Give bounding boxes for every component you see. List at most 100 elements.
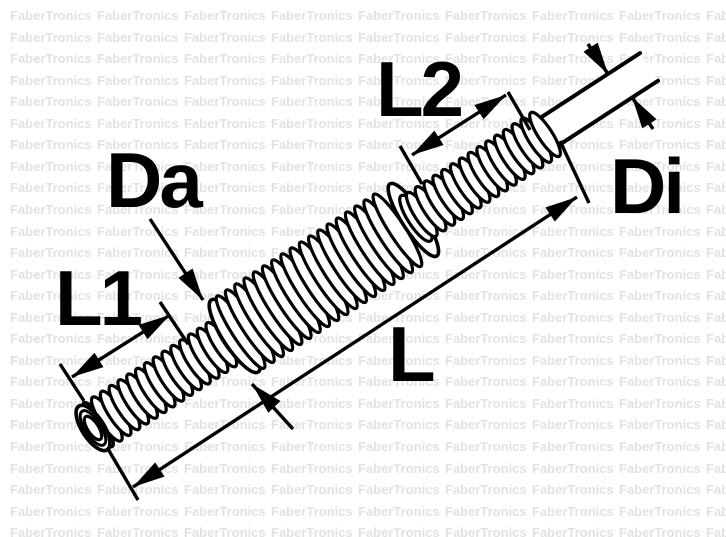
l1-extension-tick-left bbox=[58, 363, 86, 402]
watermark-text: FaberTronics bbox=[271, 525, 353, 537]
watermark-text: FaberTronics bbox=[10, 266, 92, 282]
watermark-text: FaberTronics bbox=[358, 158, 440, 174]
watermark-text: FaberTronics bbox=[706, 482, 726, 498]
watermark-text: FaberTronics bbox=[619, 331, 701, 347]
watermark-text: FaberTronics bbox=[532, 439, 614, 454]
label-di: Di bbox=[610, 142, 682, 230]
watermark-text: FaberTronics bbox=[532, 395, 614, 411]
watermark-text: FaberTronics bbox=[619, 180, 701, 196]
watermark-text: FaberTronics bbox=[97, 331, 179, 347]
watermark-text: FaberTronics bbox=[445, 29, 527, 45]
watermark-text: FaberTronics bbox=[184, 417, 266, 433]
watermark-text: FaberTronics bbox=[184, 115, 266, 131]
watermark-text: FaberTronics bbox=[532, 8, 614, 23]
watermark-text: FaberTronics bbox=[706, 417, 726, 433]
watermark-text: FaberTronics bbox=[706, 266, 726, 282]
dimension-l1 bbox=[58, 301, 190, 402]
watermark-text: FaberTronics bbox=[445, 72, 527, 88]
watermark-text: FaberTronics bbox=[10, 94, 92, 110]
watermark-text: FaberTronics bbox=[706, 158, 726, 174]
watermark-text: FaberTronics bbox=[445, 309, 527, 325]
watermark-text: FaberTronics bbox=[619, 266, 701, 282]
watermark-text: FaberTronics bbox=[271, 439, 353, 454]
watermark-text: FaberTronics bbox=[184, 72, 266, 88]
watermark-text: FaberTronics bbox=[10, 439, 92, 454]
tube-mouth-hole bbox=[82, 414, 104, 442]
watermark-text: FaberTronics bbox=[445, 417, 527, 433]
watermark-text: FaberTronics bbox=[97, 51, 179, 67]
watermark-text: FaberTronics bbox=[184, 395, 266, 411]
watermark-text: FaberTronics bbox=[358, 51, 440, 67]
watermark-text: FaberTronics bbox=[184, 158, 266, 174]
watermark-text: FaberTronics bbox=[532, 503, 614, 519]
watermark-text: FaberTronics bbox=[10, 482, 92, 498]
watermark-text: FaberTronics bbox=[445, 331, 527, 347]
l2-arrowhead-left-icon bbox=[412, 130, 444, 155]
watermark-text: FaberTronics bbox=[532, 417, 614, 433]
watermark-text: FaberTronics bbox=[97, 180, 179, 196]
watermark-text: FaberTronics bbox=[271, 8, 353, 23]
watermark-text: FaberTronics bbox=[184, 137, 266, 153]
watermark-text: FaberTronics bbox=[358, 482, 440, 498]
watermark-text: FaberTronics bbox=[184, 245, 266, 261]
l1-arrowhead-left-icon bbox=[72, 352, 104, 377]
watermark-text: FaberTronics bbox=[271, 158, 353, 174]
tube-mouth-middle-rim bbox=[78, 409, 108, 447]
watermark-text: FaberTronics bbox=[706, 395, 726, 411]
watermark-text: FaberTronics bbox=[358, 29, 440, 45]
watermark-text: FaberTronics bbox=[10, 180, 92, 196]
watermark-text: FaberTronics bbox=[358, 395, 440, 411]
watermark-text: FaberTronics bbox=[445, 395, 527, 411]
watermark-text: FaberTronics bbox=[271, 115, 353, 131]
l-dimension-line bbox=[132, 195, 578, 489]
watermark-text: FaberTronics bbox=[706, 223, 726, 239]
watermark-text: FaberTronics bbox=[532, 460, 614, 476]
watermark-text: FaberTronics bbox=[445, 460, 527, 476]
watermark-text: FaberTronics bbox=[619, 460, 701, 476]
watermark-text: FaberTronics bbox=[619, 417, 701, 433]
watermark-text: FaberTronics bbox=[619, 374, 701, 390]
watermark-text: FaberTronics bbox=[97, 29, 179, 45]
watermark-text: FaberTronics bbox=[97, 245, 179, 261]
watermark-text: FaberTronics bbox=[619, 29, 701, 45]
label-l1: L1 bbox=[55, 254, 142, 342]
watermark-text: FaberTronics bbox=[271, 72, 353, 88]
dimension-l bbox=[106, 140, 591, 501]
da-arrowhead-bottom-icon bbox=[252, 384, 281, 413]
watermark-text: FaberTronics bbox=[358, 439, 440, 454]
watermark-text: FaberTronics bbox=[619, 309, 701, 325]
watermark-text: FaberTronics bbox=[706, 503, 726, 519]
watermark-text: FaberTronics bbox=[10, 309, 92, 325]
watermark-text: FaberTronics bbox=[445, 439, 527, 454]
coil-ring bbox=[528, 110, 562, 159]
watermark-text: FaberTronics bbox=[10, 374, 92, 390]
watermark-text: FaberTronics bbox=[358, 352, 440, 368]
l-extension-line-right bbox=[558, 140, 591, 204]
watermark-text: FaberTronics bbox=[10, 331, 92, 347]
watermark-text: FaberTronics bbox=[97, 482, 179, 498]
watermark-text: FaberTronics bbox=[619, 525, 701, 537]
watermark-text: FaberTronics bbox=[10, 288, 92, 304]
watermark-text: FaberTronics bbox=[619, 503, 701, 519]
watermark-text: FaberTronics bbox=[271, 94, 353, 110]
watermark-text: FaberTronics bbox=[10, 223, 92, 239]
l-arrowhead-left-icon bbox=[133, 462, 165, 487]
watermark-text: FaberTronics bbox=[10, 417, 92, 433]
watermark-text: FaberTronics bbox=[97, 439, 179, 454]
watermark-text: FaberTronics bbox=[358, 525, 440, 537]
watermark-text: FaberTronics bbox=[184, 482, 266, 498]
watermark-text: FaberTronics bbox=[706, 460, 726, 476]
watermark-text: FaberTronics bbox=[184, 525, 266, 537]
watermark-text: FaberTronics bbox=[10, 245, 92, 261]
watermark-text: FaberTronics bbox=[97, 266, 179, 282]
l2-extension-tick-right bbox=[506, 91, 532, 131]
watermark-text: FaberTronics bbox=[358, 331, 440, 347]
watermark-text: FaberTronics bbox=[10, 115, 92, 131]
watermark-text: FaberTronics bbox=[706, 72, 726, 88]
watermark-text: FaberTronics bbox=[10, 8, 92, 23]
watermark-text: FaberTronics bbox=[10, 29, 92, 45]
watermark-text: FaberTronics bbox=[619, 439, 701, 454]
watermark-text: FaberTronics bbox=[10, 137, 92, 153]
watermark-text: FaberTronics bbox=[271, 180, 353, 196]
